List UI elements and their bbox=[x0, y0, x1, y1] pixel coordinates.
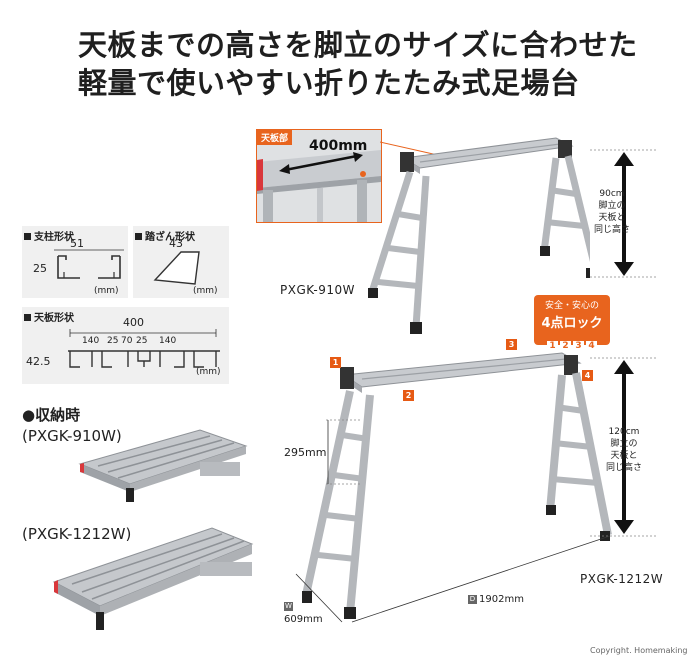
pillar-width-label: 51 bbox=[70, 237, 84, 250]
folded-910-image bbox=[78, 429, 248, 502]
footprint-dimension-lines bbox=[295, 535, 611, 623]
pillar-shape-title: 支柱形状 bbox=[24, 228, 74, 243]
width-badge: W bbox=[284, 602, 293, 611]
top-plate-unit: (mm) bbox=[196, 367, 221, 377]
lock-badge-line-1: 安全・安心の bbox=[544, 301, 599, 311]
step-pitch-label: 295mm bbox=[284, 446, 327, 459]
step-shape-panel: 踏ざん形状 43 (mm) bbox=[133, 226, 229, 298]
inset-width-label: 400mm bbox=[309, 138, 368, 154]
lock-number-1: 1 bbox=[547, 341, 558, 352]
footprint-width: W 609mm bbox=[284, 600, 323, 626]
ladder-1212-height-line-4: 同じ高さ bbox=[605, 463, 642, 473]
lock-number-4: 4 bbox=[586, 341, 597, 352]
headline-line-1: 天板までの高さを脚立のサイズに合わせた bbox=[78, 28, 638, 62]
ladder-1212-height-arrow bbox=[590, 357, 658, 537]
lock-marker-1: 1 bbox=[330, 357, 341, 368]
footprint-width-label: 609mm bbox=[284, 614, 323, 625]
lock-badge-line-2: 4点ロック bbox=[541, 316, 603, 331]
step-shape-title: 踏ざん形状 bbox=[135, 228, 195, 243]
depth-badge: D bbox=[468, 595, 477, 604]
ladder-1212-height-line-3: 天板と bbox=[610, 451, 638, 461]
ladder-910-height-line-2: 脚立の bbox=[598, 201, 626, 211]
top-plate-shape-panel: 天板形状 400 140 25 70 25 140 42.5 (mm) bbox=[22, 307, 229, 384]
top-plate-height-label: 42.5 bbox=[26, 355, 51, 368]
segment-label-3: 70 bbox=[121, 336, 133, 346]
copyright: Copyright. Homemaking bbox=[590, 646, 688, 655]
ladder-910-height-line-4: 同じ高さ bbox=[593, 225, 630, 235]
ladder-1212-height-label: 120cm 脚立の 天板と 同じ高さ bbox=[604, 426, 644, 474]
top-plate-shape-drawing bbox=[68, 350, 220, 368]
step-shape-drawing bbox=[153, 251, 200, 285]
lock-marker-3: 3 bbox=[506, 339, 517, 350]
storage-title: ●収納時 bbox=[22, 406, 81, 424]
lock-number-2: 2 bbox=[560, 341, 571, 352]
ladder-910-height-line-3: 天板と bbox=[598, 213, 626, 223]
pillar-shape-panel: 支柱形状 51 25 (mm) bbox=[22, 226, 128, 298]
segment-label-2: 25 bbox=[107, 336, 119, 346]
ladder-1212-height-line-1: 120cm bbox=[608, 427, 640, 437]
inset-label: 天板部 bbox=[257, 130, 293, 145]
step-pitch-bracket bbox=[326, 419, 360, 485]
step-width-label: 43 bbox=[169, 237, 183, 250]
step-unit: (mm) bbox=[193, 286, 218, 296]
segment-label-5: 140 bbox=[159, 336, 177, 346]
ladder-910-height-arrow bbox=[590, 149, 658, 278]
segment-label-4: 25 bbox=[136, 336, 148, 346]
pillar-shape-drawing bbox=[54, 249, 124, 279]
ladder-910-model-label: PXGK-910W bbox=[280, 283, 355, 297]
ladder-1212-height-line-2: 脚立の bbox=[610, 439, 638, 449]
footprint-depth-label: 1902mm bbox=[479, 594, 524, 605]
lock-marker-4: 4 bbox=[582, 370, 593, 381]
pillar-unit: (mm) bbox=[94, 286, 119, 296]
headline-line-2: 軽量で使いやすい折りたたみ式足場台 bbox=[78, 66, 580, 100]
ladder-1212-model-label: PXGK-1212W bbox=[580, 572, 664, 586]
top-plate-inset: 天板部 400mm bbox=[256, 129, 382, 223]
ladder-1212-image bbox=[302, 352, 612, 619]
storage-model-910: (PXGK-910W) bbox=[22, 427, 122, 445]
lock-marker-2: 2 bbox=[403, 390, 414, 401]
lock-number-3: 3 bbox=[573, 341, 584, 352]
top-plate-total-label: 400 bbox=[123, 316, 144, 329]
ladder-910-height-line-1: 90cm bbox=[599, 189, 625, 199]
top-plate-shape-title: 天板形状 bbox=[24, 309, 74, 324]
ladder-910-height-label: 90cm 脚立の 天板と 同じ高さ bbox=[592, 188, 632, 236]
pillar-height-label: 25 bbox=[33, 262, 47, 275]
ladder-910-image bbox=[368, 137, 590, 334]
inset-width-arrow bbox=[279, 152, 363, 174]
inset-photo bbox=[257, 130, 381, 222]
top-plate-total-line bbox=[69, 329, 217, 337]
folded-1212-image bbox=[52, 527, 254, 630]
storage-model-1212: (PXGK-1212W) bbox=[22, 525, 132, 543]
segment-label-1: 140 bbox=[82, 336, 100, 346]
